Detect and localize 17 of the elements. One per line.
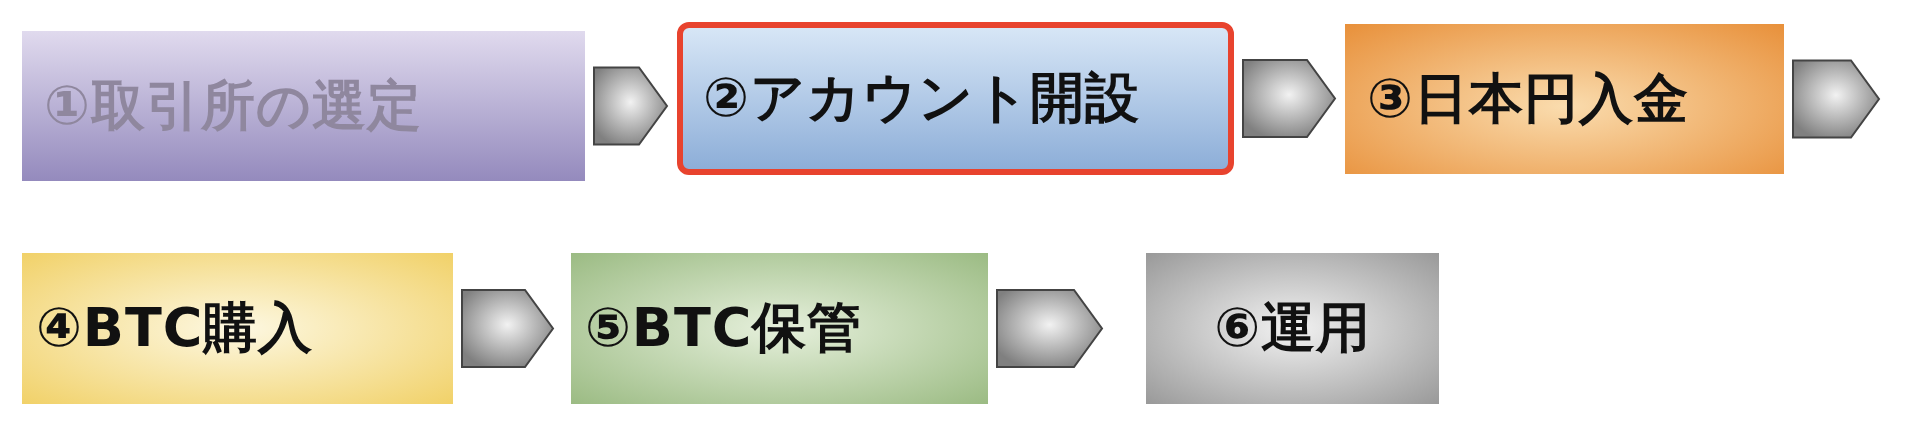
step-label: ⑥運用 <box>1214 295 1371 361</box>
step-box <box>22 253 453 404</box>
step-label: ①取引所の選定 <box>44 72 422 139</box>
step-label: ⑤BTC保管 <box>585 295 863 361</box>
step-box <box>677 22 1234 175</box>
step-label: ③日本円入金 <box>1367 65 1689 132</box>
chevron-arrow <box>593 66 669 146</box>
step-box <box>1345 24 1784 174</box>
step-box <box>22 31 585 181</box>
chevron-arrow <box>1242 59 1337 138</box>
step-box <box>1146 253 1439 404</box>
chevron-arrow <box>1792 59 1881 139</box>
chevron-arrow <box>461 289 555 368</box>
step-label: ④BTC購入 <box>36 295 314 361</box>
step-label: ②アカウント開設 <box>703 65 1140 131</box>
chevron-arrow <box>996 289 1104 368</box>
step-box <box>571 253 988 404</box>
